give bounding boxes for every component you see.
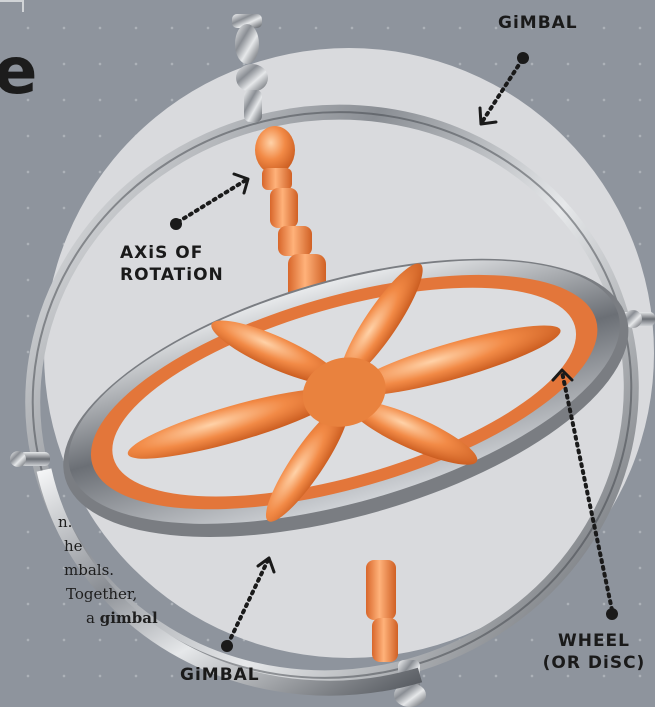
side-pivot-left [10,451,50,467]
top-pivot [232,14,268,122]
callout-dot-wheel [606,608,618,620]
label-axis-line2: ROTATiON [120,264,224,286]
label-gimbal-bottom: GiMBAL [180,664,260,686]
body-text-fragment: n. he mbals. Together, a gimbal [0,510,190,630]
callout-line-axis [178,180,246,222]
label-gimbal-top-text: GiMBAL [498,12,578,34]
label-wheel-line1: WHEEL [538,630,650,652]
callout-line-gimbal-top [482,60,522,122]
body-text-line5: a gimbal [0,606,190,630]
callout-dot-axis [170,218,182,230]
body-text-line5-prefix: a [86,609,100,627]
callout-dot-gimbal-bottom [221,640,233,652]
body-text-line4: Together, [0,582,190,606]
body-text-line1: n. [0,510,190,534]
body-text-line3: mbals. [0,558,190,582]
body-text-line5-bold: gimbal [100,609,158,627]
label-axis-line1: AXiS OF [120,242,224,264]
label-gimbal-bottom-text: GiMBAL [180,664,260,686]
label-axis-of-rotation: AXiS OF ROTATiON [120,242,224,286]
callout-dot-gimbal-top [517,52,529,64]
callout-line-gimbal-bottom [228,560,268,644]
body-text-line2: he [0,534,190,558]
rotor-axle-lower [366,560,398,662]
label-wheel: WHEEL (OR DiSC) [538,630,650,674]
label-gimbal-top: GiMBAL [498,12,578,34]
label-wheel-line2: (OR DiSC) [538,652,650,674]
